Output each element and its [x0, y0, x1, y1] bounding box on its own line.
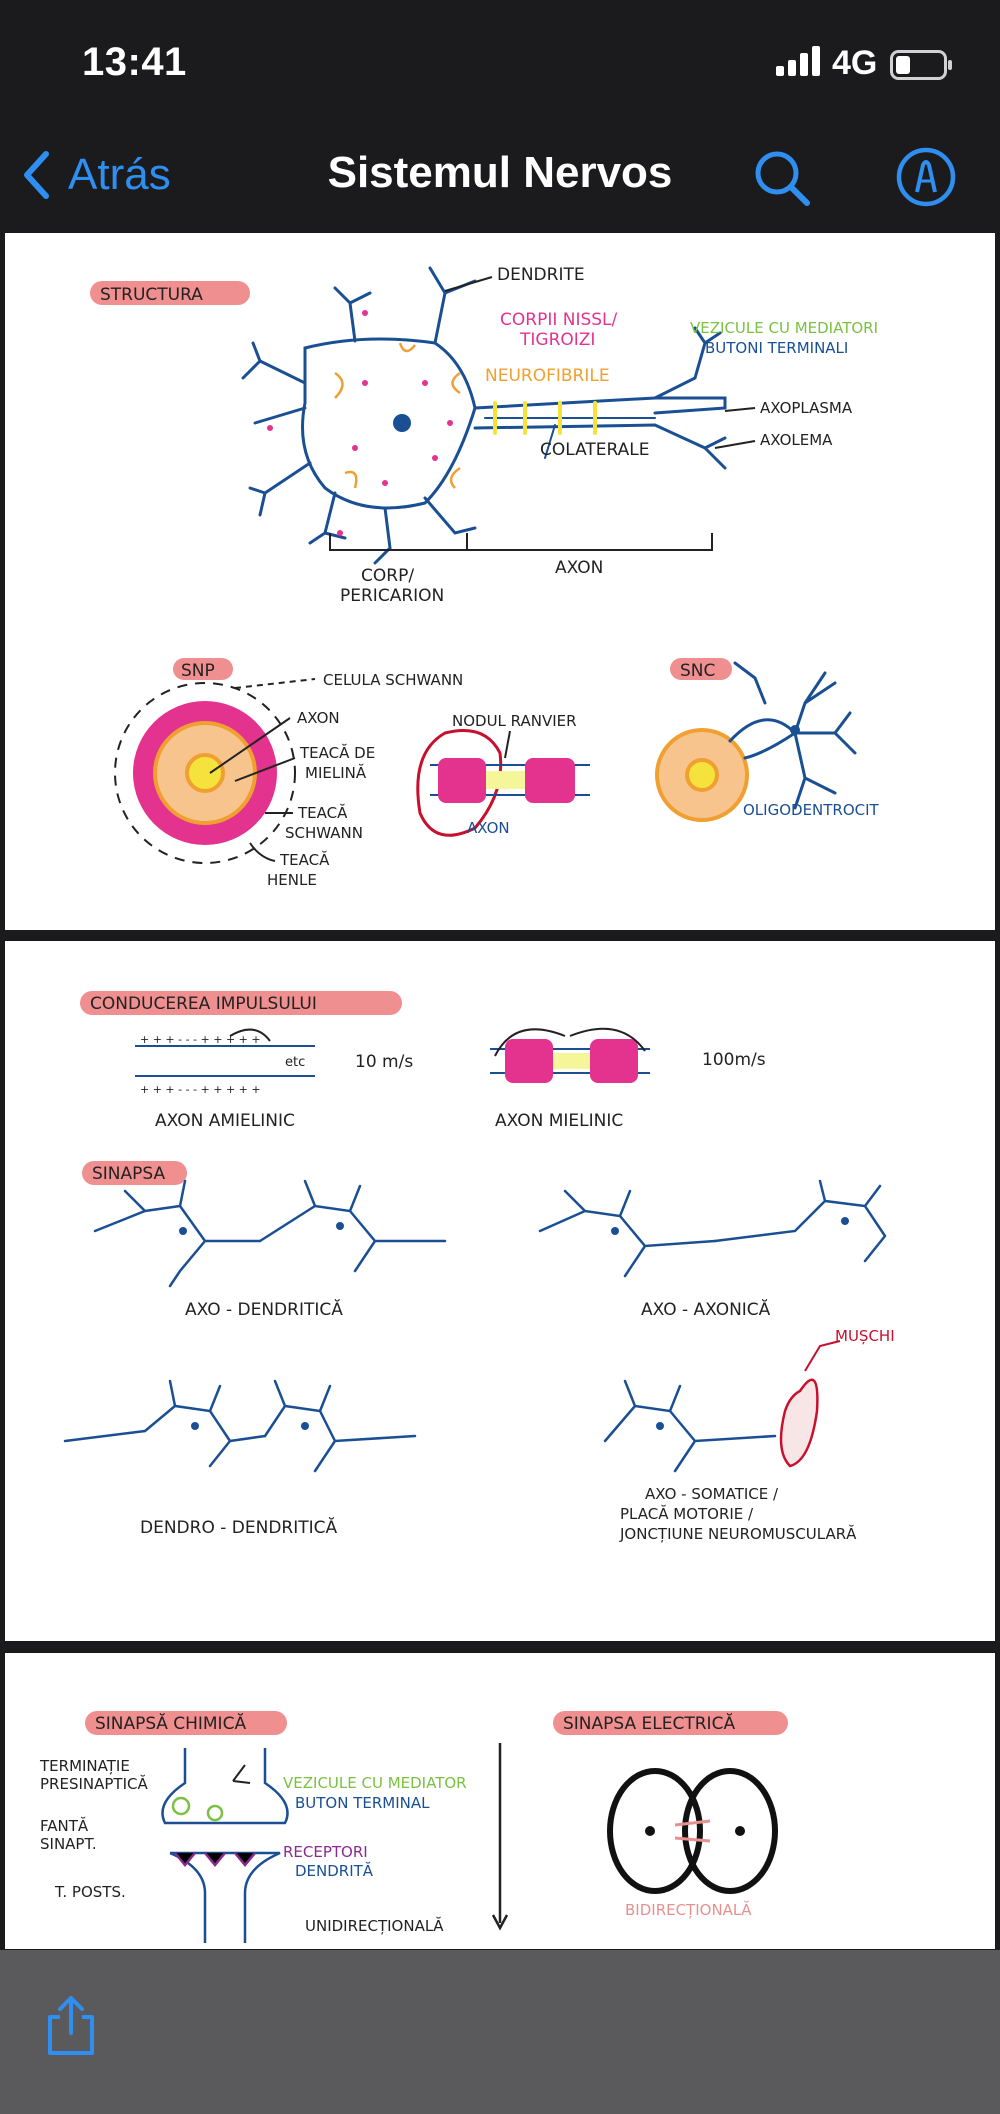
label-fanta-2: SINAPT.: [40, 1835, 97, 1853]
label-tigroizi: TIGROIZI: [519, 330, 595, 350]
snc-axon: [685, 758, 719, 792]
myelin-segment-left: [438, 758, 486, 803]
heading-sinapsa: SINAPSA: [92, 1164, 166, 1184]
myelin-segment-right: [525, 758, 575, 803]
label-axo-somatice-3: JONCȚIUNE NEUROMUSCULARĂ: [619, 1524, 857, 1543]
mielinic-segment-2: [590, 1039, 638, 1083]
nissl-bodies: [267, 310, 453, 536]
axon-core: [185, 753, 225, 793]
heading-snp: SNP: [181, 661, 215, 681]
label-axoplasma: AXOPLASMA: [760, 399, 853, 417]
amyelinated-axon: [135, 1045, 315, 1077]
chevron-left-icon: [24, 151, 49, 199]
receptors: [174, 1852, 256, 1867]
heading-highlight: [90, 281, 250, 305]
label-dendrite: DENDRITE: [497, 265, 585, 285]
note-page-synapse: SINAPSĂ CHIMICĂ TERMINAȚIE PRESINAPTICĂ …: [5, 1653, 995, 1949]
label-axon-amielinic: AXON AMIELINIC: [155, 1111, 295, 1131]
heading-sinapsa-electrica: SINAPSA ELECTRICĂ: [563, 1712, 735, 1734]
bottom-toolbar: [0, 1950, 1000, 2114]
neuron-diagram: [241, 266, 727, 565]
label-teaca-schwann-1: TEACĂ: [297, 803, 348, 822]
cell-right: [682, 1768, 778, 1894]
label-receptori: RECEPTORI: [283, 1843, 368, 1861]
label-oligodendrocit: OLIGODENTROCIT: [743, 801, 880, 819]
network-type: 4G: [832, 44, 878, 82]
label-terminatie-1: TERMINAȚIE: [39, 1757, 130, 1775]
label-butoni: BUTONI TERMINALI: [705, 339, 848, 357]
status-time: 13:41: [82, 40, 187, 84]
label-vezicule-mediator: VEZICULE CU MEDIATOR: [283, 1774, 467, 1792]
muscle-fiber: [779, 1378, 819, 1468]
speed-mielinic: 100m/s: [702, 1050, 766, 1070]
label-axo-dendritica: AXO - DENDRITICĂ: [185, 1298, 343, 1320]
label-snp-axon: AXON: [297, 709, 340, 727]
signal-icon: [776, 46, 820, 76]
heading-snc: SNC: [680, 661, 715, 681]
note-page-structure: STRUCTURA DENDRITE CORPII NISSL/ TIGROIZ…: [5, 233, 995, 930]
label-corpii-nissl: CORPII NISSL/: [500, 310, 618, 330]
label-axo-axonica: AXO - AXONICĂ: [641, 1298, 771, 1320]
share-icon[interactable]: [42, 1995, 100, 2057]
battery-icon: [890, 50, 952, 80]
label-pericarion: PERICARION: [340, 586, 444, 606]
cell-left: [607, 1768, 703, 1894]
heading-conducerea: CONDUCEREA IMPULSULUI: [90, 994, 317, 1014]
back-label: Atrás: [68, 150, 171, 199]
label-bidirectionala: BIDIRECȚIONALĂ: [625, 1900, 752, 1919]
label-neurofibrile: NEUROFIBRILE: [485, 366, 610, 386]
svg-text:+ + + - - - + + + + +: + + + - - - + + + + +: [140, 1033, 261, 1046]
schwann-cell-outline: [114, 682, 296, 864]
label-axolema: AXOLEMA: [760, 431, 833, 449]
heading-structura: STRUCTURA: [100, 285, 203, 305]
label-axo-somatice-2: PLACĂ MOTORIE /: [620, 1504, 754, 1523]
label-teaca-mielina-2: MIELINĂ: [305, 763, 367, 782]
label-unidirectionala: UNIDIRECȚIONALĂ: [305, 1916, 444, 1935]
chemical-synapse: [161, 1748, 289, 1943]
label-t-posts: T. POSTS.: [54, 1883, 126, 1901]
label-etc: etc: [285, 1055, 305, 1070]
label-dendro-dendritica: DENDRO - DENDRITICĂ: [140, 1516, 338, 1538]
label-teaca-henle-1: TEACĂ: [279, 850, 330, 869]
heading-sinapsa-chimica: SINAPSĂ CHIMICĂ: [95, 1712, 246, 1734]
label-terminatie-2: PRESINAPTICĂ: [40, 1774, 148, 1793]
speed-amielinic: 10 m/s: [355, 1052, 413, 1072]
nucleus: [393, 414, 411, 432]
label-buton-terminal: BUTON TERMINAL: [295, 1794, 430, 1812]
neuron-pairs: [63, 1179, 887, 1473]
label-axon-mielinic: AXON MIELINIC: [495, 1111, 623, 1131]
label-teaca-schwann-2: SCHWANN: [285, 824, 363, 842]
label-ranvier-axon: AXON: [467, 819, 510, 837]
markup-pen-icon[interactable]: [895, 146, 957, 208]
label-corp: CORP/: [361, 566, 414, 586]
neurofibrils: [334, 342, 461, 489]
oligodendrocyte: [728, 661, 857, 810]
label-axon: AXON: [555, 558, 603, 578]
axon-colaterale-marks: [493, 401, 597, 435]
mielinic-segment-1: [505, 1039, 553, 1083]
label-dendrita: DENDRITĂ: [295, 1861, 374, 1880]
label-colaterale: COLATERALE: [540, 440, 650, 460]
svg-text:+ + + - - - + + + + +: + + + - - - + + + + +: [140, 1083, 261, 1096]
label-teaca-henle-2: HENLE: [267, 871, 317, 889]
label-vezicule: VEZICULE CU MEDIATORI: [690, 319, 878, 337]
label-teaca-mielina-1: TEACĂ DE: [299, 743, 375, 762]
label-nodul-ranvier: NODUL RANVIER: [452, 712, 577, 730]
label-axo-somatice-1: AXO - SOMATICE /: [645, 1485, 779, 1503]
search-icon[interactable]: [752, 148, 812, 208]
ranvier-node-circle: [416, 729, 503, 837]
back-button[interactable]: Atrás: [22, 150, 171, 200]
note-page-conduction: CONDUCEREA IMPULSULUI + + + - - - + + + …: [5, 941, 995, 1641]
label-fanta-1: FANTĂ: [40, 1816, 89, 1835]
label-muschi: MUȘCHI: [835, 1327, 895, 1345]
label-celula-schwann: CELULA SCHWANN: [323, 671, 463, 689]
